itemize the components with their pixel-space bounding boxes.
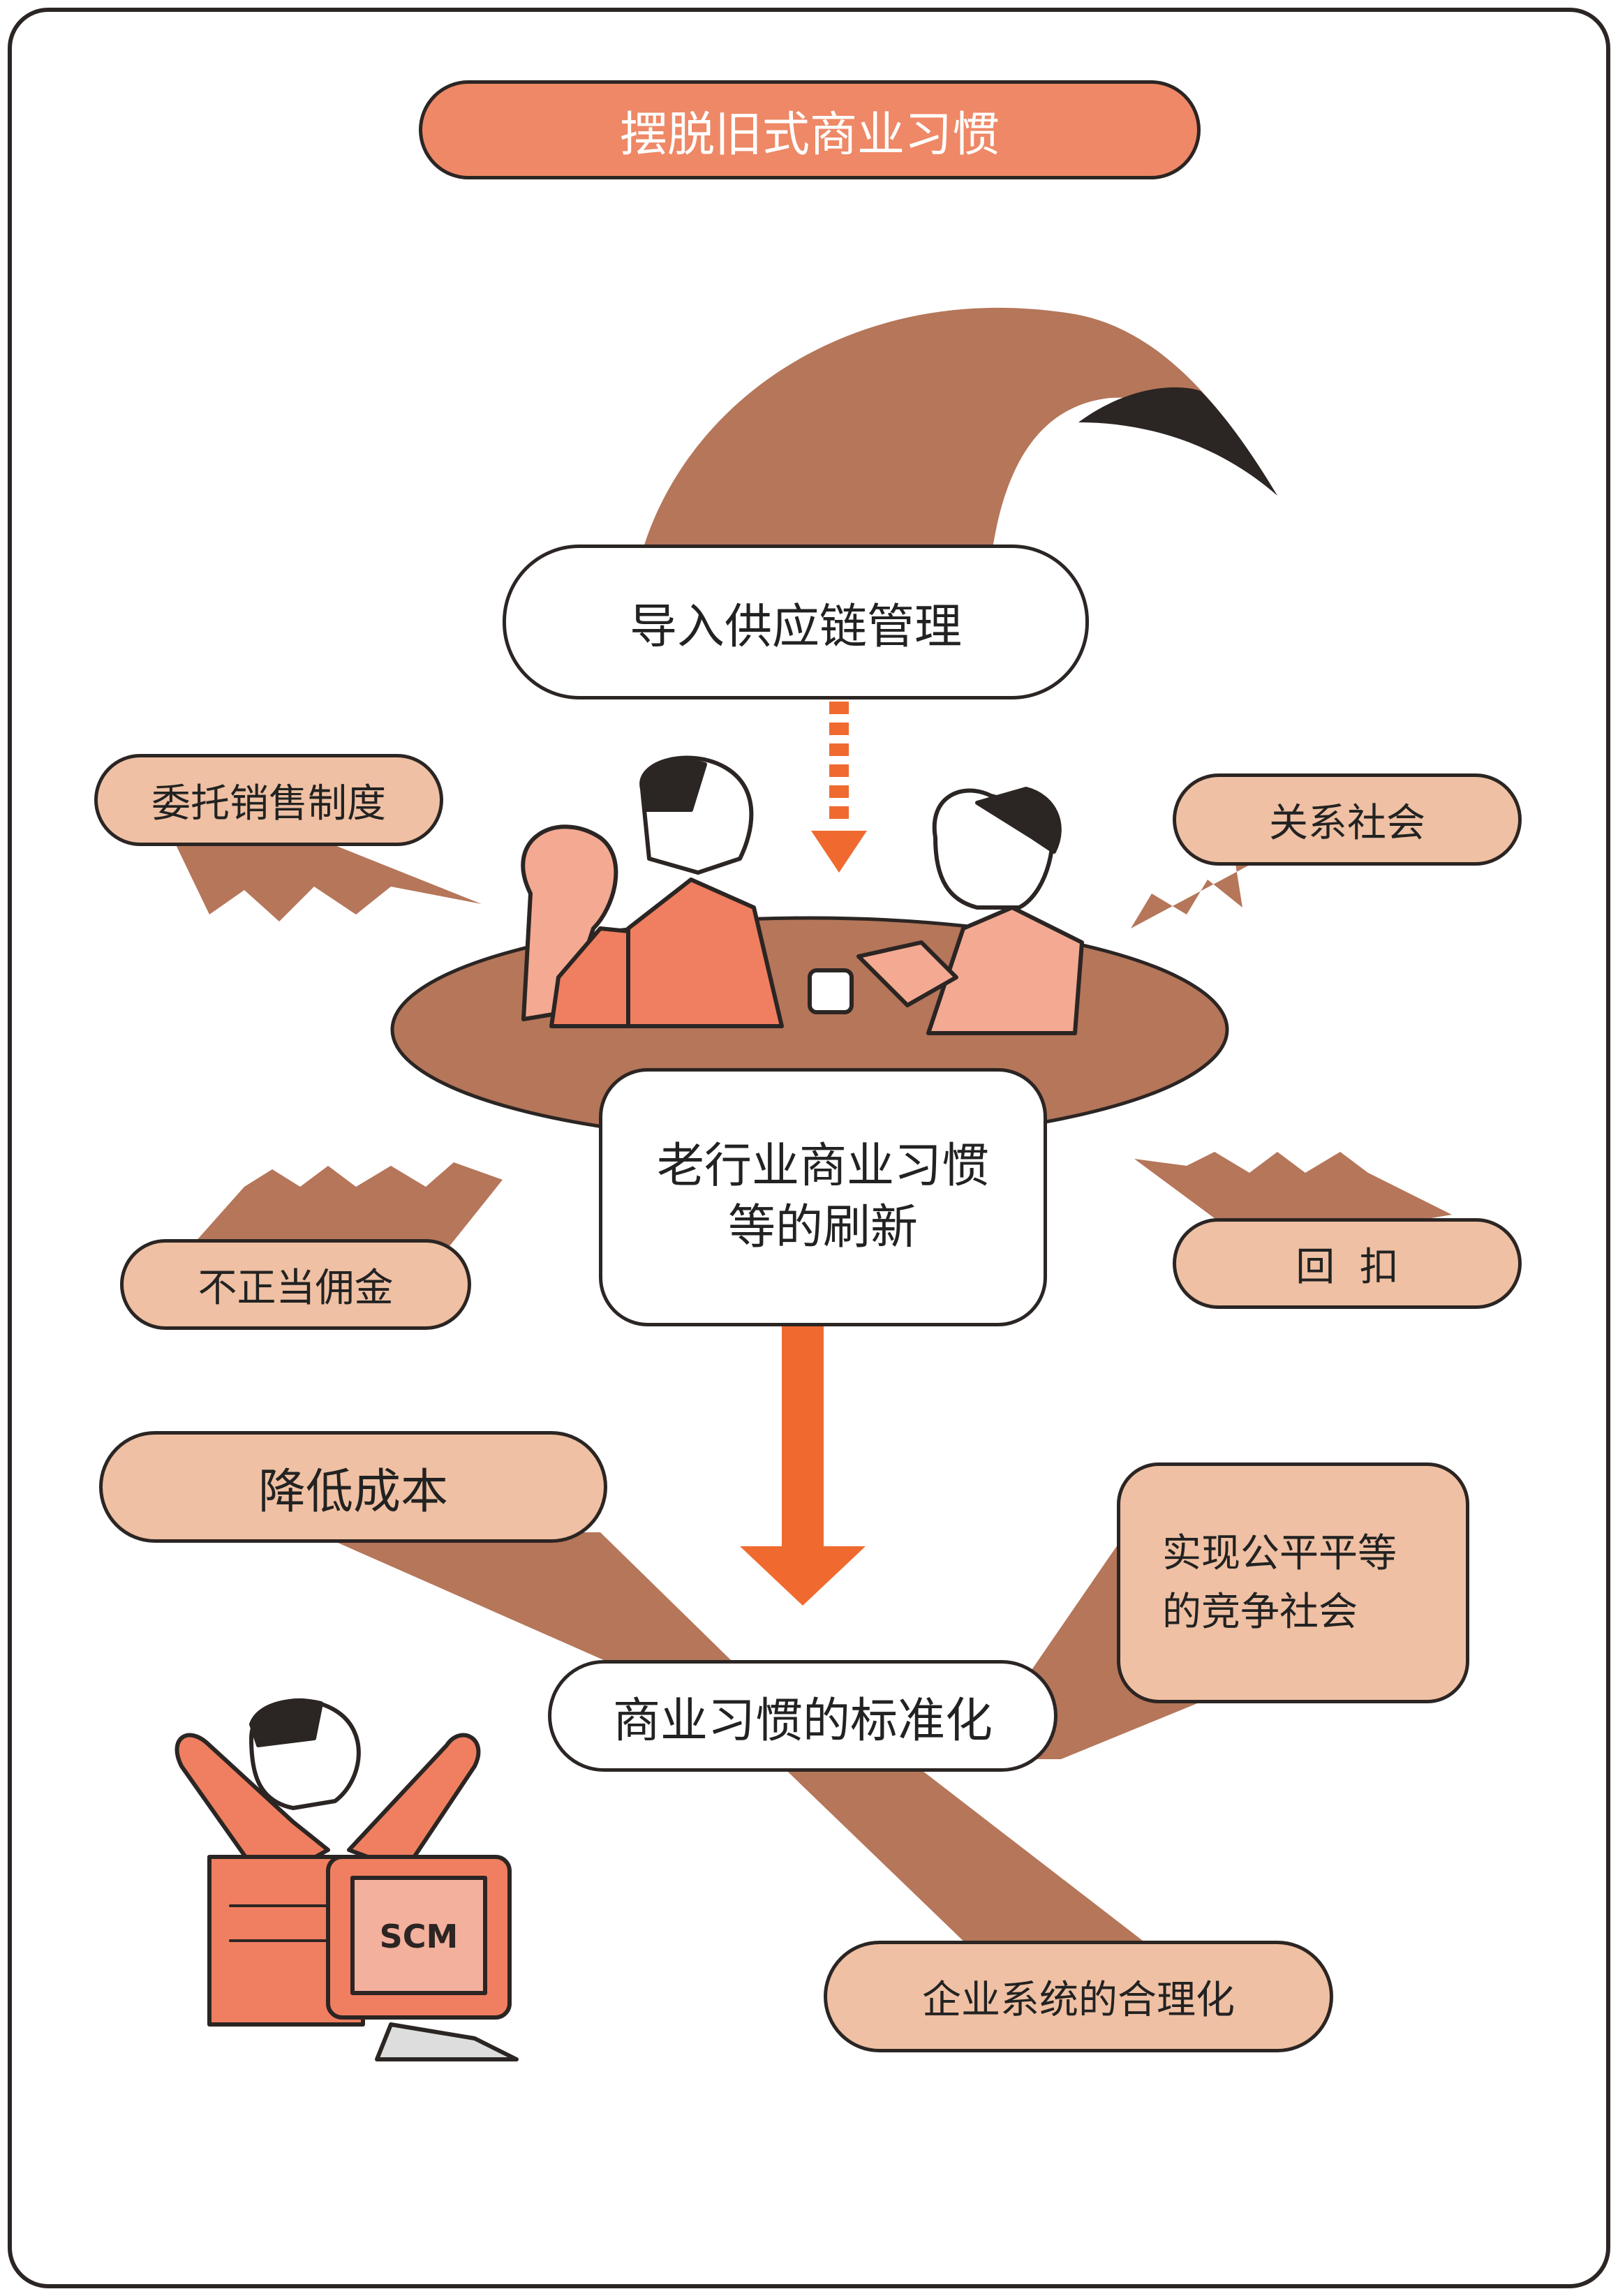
habit-kickback: 回 扣: [1173, 1218, 1522, 1309]
node-supply-chain-label: 导入供应链管理: [629, 599, 962, 655]
spike-kickback: [1134, 1152, 1452, 1229]
node-refresh: 老行业商业习惯 等的刷新: [599, 1068, 1047, 1326]
outcome-cost: 降低成本: [99, 1431, 607, 1543]
meeting-people-illustration: [521, 755, 1084, 1035]
horn-tip: [1078, 387, 1277, 496]
outcome-fair-label: 实现公平平等 的竞争社会: [1162, 1530, 1397, 1635]
habit-commission: 不正当佣金: [120, 1239, 471, 1330]
horn-shape: [642, 307, 1277, 558]
habit-consignment-label: 委托销售制度: [151, 780, 386, 827]
habit-kickback-label: 回 扣: [1296, 1244, 1399, 1290]
habit-relationship: 关系社会: [1173, 773, 1522, 866]
scm-man-illustration: [175, 1698, 519, 2061]
title-text: 摆脱旧式商业习惯: [619, 107, 1000, 163]
habit-consignment: 委托销售制度: [94, 754, 443, 846]
band-rationalization: [775, 1759, 1152, 1948]
outcome-cost-label: 降低成本: [258, 1464, 448, 1520]
node-supply-chain: 导入供应链管理: [503, 545, 1089, 699]
node-standardization: 商业习惯的标准化: [548, 1660, 1057, 1772]
dashed-arrow: [811, 702, 867, 873]
solid-arrow-down: [740, 1323, 866, 1606]
node-standardization-label: 商业习惯的标准化: [612, 1693, 993, 1749]
band-cost: [314, 1532, 761, 1689]
node-refresh-label: 老行业商业习惯 等的刷新: [656, 1138, 989, 1255]
habit-commission-label: 不正当佣金: [198, 1265, 394, 1311]
spike-commission: [188, 1162, 503, 1250]
outcome-fair: 实现公平平等 的竞争社会: [1117, 1462, 1469, 1703]
outcome-rationalization-label: 企业系统的合理化: [922, 1977, 1235, 2023]
habit-relationship-label: 关系社会: [1269, 800, 1425, 846]
scm-monitor-text: SCM: [380, 1918, 459, 1955]
title-pill: 摆脱旧式商业习惯: [419, 80, 1201, 179]
outcome-rationalization: 企业系统的合理化: [824, 1941, 1333, 2052]
